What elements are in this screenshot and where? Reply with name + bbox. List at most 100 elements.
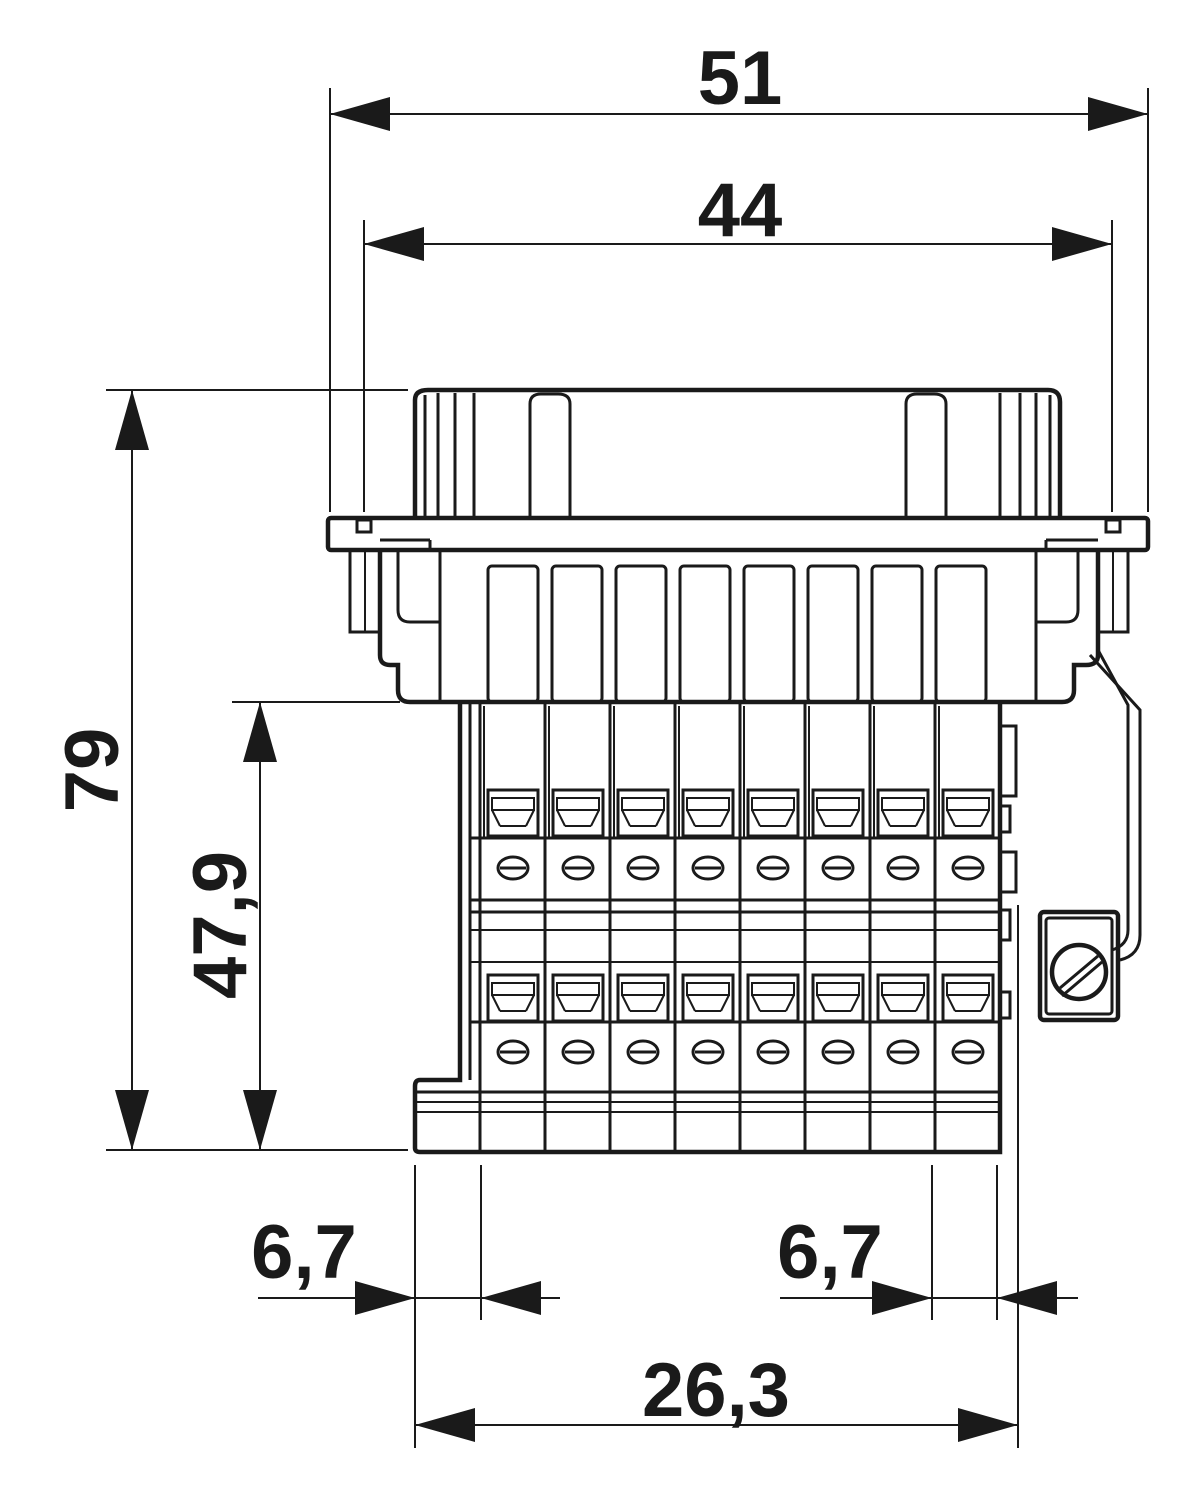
clamp-edge bbox=[785, 809, 795, 827]
latch-a bbox=[998, 804, 1012, 834]
clamp-edge bbox=[946, 994, 956, 1012]
clamp-spring bbox=[881, 797, 925, 811]
terminal-column bbox=[543, 702, 612, 1152]
clamp-spring bbox=[621, 982, 665, 996]
clamp-opening bbox=[681, 788, 735, 838]
release-screw-icon bbox=[496, 855, 530, 881]
mounting-flange bbox=[325, 515, 1151, 634]
release-screw-icon bbox=[951, 1039, 985, 1065]
latch-upper bbox=[998, 724, 1018, 798]
dimension-79: 79 bbox=[50, 389, 408, 1151]
dimension-26-3: 26,3 bbox=[415, 1348, 1018, 1442]
clamp-spring bbox=[621, 797, 665, 811]
release-screw-icon bbox=[691, 855, 725, 881]
clamp-edge bbox=[915, 809, 925, 827]
clamp-spring bbox=[881, 982, 925, 996]
arrow-right-51 bbox=[1088, 97, 1148, 131]
release-screw-icon bbox=[821, 855, 855, 881]
contact-slot bbox=[870, 564, 924, 704]
clamp-spring bbox=[686, 982, 730, 996]
clamp-edge bbox=[850, 994, 860, 1012]
side-latches bbox=[998, 724, 1018, 1020]
clamp-edge bbox=[491, 809, 501, 827]
contact-slot bbox=[806, 564, 860, 704]
dimension-label-47-9: 47,9 bbox=[178, 851, 263, 999]
dimension-44: 44 bbox=[363, 168, 1113, 512]
release-screw-icon bbox=[626, 1039, 660, 1065]
dimension-label-44: 44 bbox=[698, 168, 783, 253]
clamp-edge bbox=[946, 809, 956, 827]
arrow-top-79 bbox=[115, 390, 149, 450]
arrow-in-right-b bbox=[997, 1281, 1057, 1315]
release-screw-icon bbox=[886, 1039, 920, 1065]
clamp-edge bbox=[720, 809, 730, 827]
clamp-edge bbox=[751, 994, 761, 1012]
right-screw-head bbox=[1104, 518, 1122, 534]
clamp-edge bbox=[655, 994, 665, 1012]
clamp-edge bbox=[556, 809, 566, 827]
clamp-opening bbox=[876, 973, 930, 1023]
clamp-spring bbox=[556, 797, 600, 811]
arrow-in-right-a bbox=[872, 1281, 932, 1315]
clamp-edge bbox=[621, 809, 631, 827]
contact-slots bbox=[486, 564, 988, 704]
contact-slot bbox=[550, 564, 604, 704]
terminal-column bbox=[803, 702, 872, 1152]
terminal-block bbox=[412, 702, 1003, 1155]
dimension-label-51: 51 bbox=[698, 36, 783, 121]
clamp-edge bbox=[751, 809, 761, 827]
clamp-spring bbox=[556, 982, 600, 996]
dimension-6-7-right: 6,7 bbox=[777, 905, 1078, 1448]
clamp-edge bbox=[525, 994, 535, 1012]
clamp-edge bbox=[881, 994, 891, 1012]
clamp-edge bbox=[556, 994, 566, 1012]
dimension-label-6-7-left: 6,7 bbox=[251, 1210, 357, 1295]
clamp-edge bbox=[525, 809, 535, 827]
arrow-left-26-3 bbox=[415, 1408, 475, 1442]
terminal-column bbox=[673, 702, 742, 1152]
clamp-spring bbox=[816, 797, 860, 811]
clamp-edge bbox=[686, 994, 696, 1012]
clamp-edge bbox=[785, 994, 795, 1012]
clamp-spring bbox=[946, 982, 990, 996]
release-screw-icon bbox=[626, 855, 660, 881]
clamp-edge bbox=[720, 994, 730, 1012]
release-screw-icon bbox=[691, 1039, 725, 1065]
contact-slot bbox=[486, 564, 540, 704]
clamp-opening bbox=[616, 973, 670, 1023]
dimension-label-26-3: 26,3 bbox=[642, 1348, 790, 1433]
terminal-columns bbox=[478, 702, 1002, 1152]
clamp-opening bbox=[486, 973, 540, 1023]
clamp-edge bbox=[816, 994, 826, 1012]
clamp-opening bbox=[616, 788, 670, 838]
arrow-bottom-47-9 bbox=[243, 1090, 277, 1150]
terminal-column bbox=[933, 702, 1002, 1152]
left-screw-head bbox=[355, 518, 373, 534]
terminal-column bbox=[478, 702, 547, 1152]
clamp-opening bbox=[941, 788, 995, 838]
clamp-opening bbox=[876, 788, 930, 838]
ground-clamp-body bbox=[1037, 909, 1121, 1023]
latch-d bbox=[998, 990, 1012, 1020]
arrow-bottom-79 bbox=[115, 1090, 149, 1150]
clamp-opening bbox=[551, 788, 605, 838]
release-screw-icon bbox=[886, 855, 920, 881]
dimension-label-79: 79 bbox=[50, 728, 135, 813]
clamp-opening bbox=[551, 973, 605, 1023]
clamp-edge bbox=[590, 994, 600, 1012]
ground-terminal bbox=[1037, 649, 1142, 1023]
terminal-column bbox=[868, 702, 937, 1152]
arrow-right-26-3 bbox=[958, 1408, 1018, 1442]
dimension-47-9: 47,9 bbox=[178, 701, 400, 1150]
clamp-opening bbox=[811, 788, 865, 838]
clamp-spring bbox=[491, 982, 535, 996]
terminal-column bbox=[738, 702, 807, 1152]
clamp-spring bbox=[686, 797, 730, 811]
connector-hood bbox=[412, 387, 1063, 520]
clamp-edge bbox=[491, 994, 501, 1012]
clamp-edge bbox=[686, 809, 696, 827]
latch-c bbox=[998, 908, 1012, 942]
clamp-spring bbox=[946, 797, 990, 811]
clamp-spring bbox=[816, 982, 860, 996]
